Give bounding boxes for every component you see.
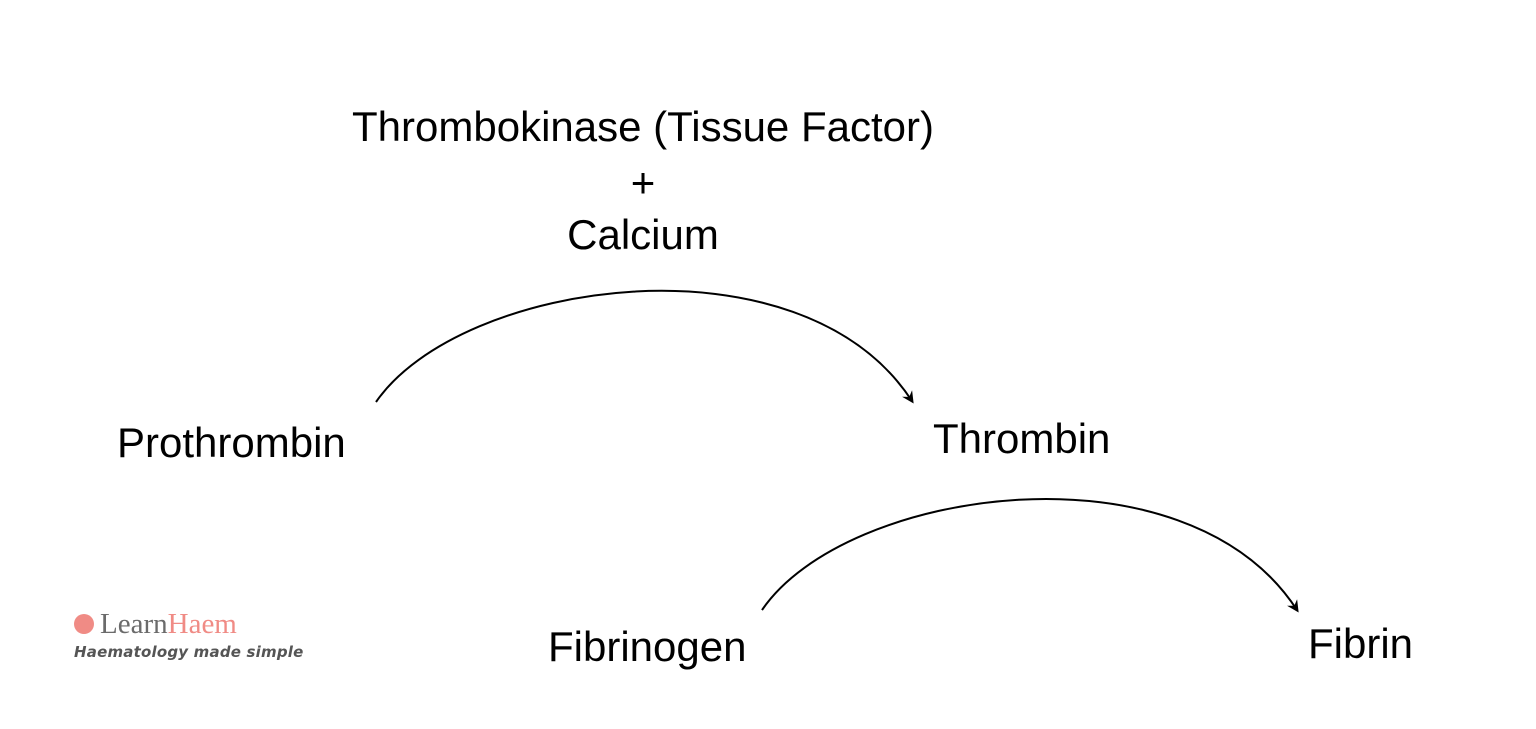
arrow-fibrinogen-to-fibrin bbox=[761, 498, 1299, 613]
node-thrombin: Thrombin bbox=[933, 415, 1111, 462]
node-fibrin: Fibrin bbox=[1308, 620, 1414, 667]
logo-word-haem: Haem bbox=[167, 607, 237, 640]
logo-word-learn: Learn bbox=[100, 607, 168, 640]
node-fibrinogen: Fibrinogen bbox=[548, 623, 747, 670]
logo-dot-icon bbox=[74, 614, 94, 634]
logo-tagline: Haematology made simple bbox=[74, 643, 304, 661]
catalyst-plus-sign: + bbox=[630, 159, 656, 206]
catalyst-thrombokinase-label: Thrombokinase (Tissue Factor) bbox=[352, 103, 934, 150]
catalyst-calcium-label: Calcium bbox=[567, 211, 719, 258]
arrow-prothrombin-to-thrombin bbox=[375, 289, 914, 404]
node-prothrombin: Prothrombin bbox=[117, 419, 346, 466]
